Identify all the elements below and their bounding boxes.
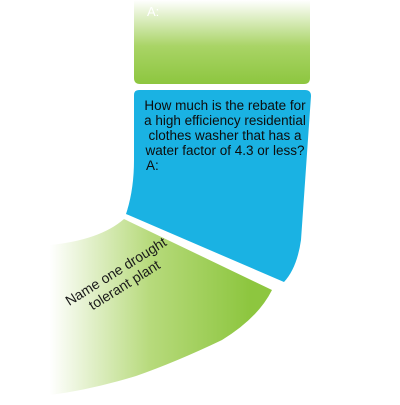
top-pipe-segment [134,0,310,84]
top-answer-label: A: [147,4,160,19]
middle-pipe-segment [126,90,311,282]
bottom-pipe-segment [50,219,272,395]
question-text: How much is the rebate for a high effici… [144,98,306,158]
answer-label: A: [146,158,159,173]
